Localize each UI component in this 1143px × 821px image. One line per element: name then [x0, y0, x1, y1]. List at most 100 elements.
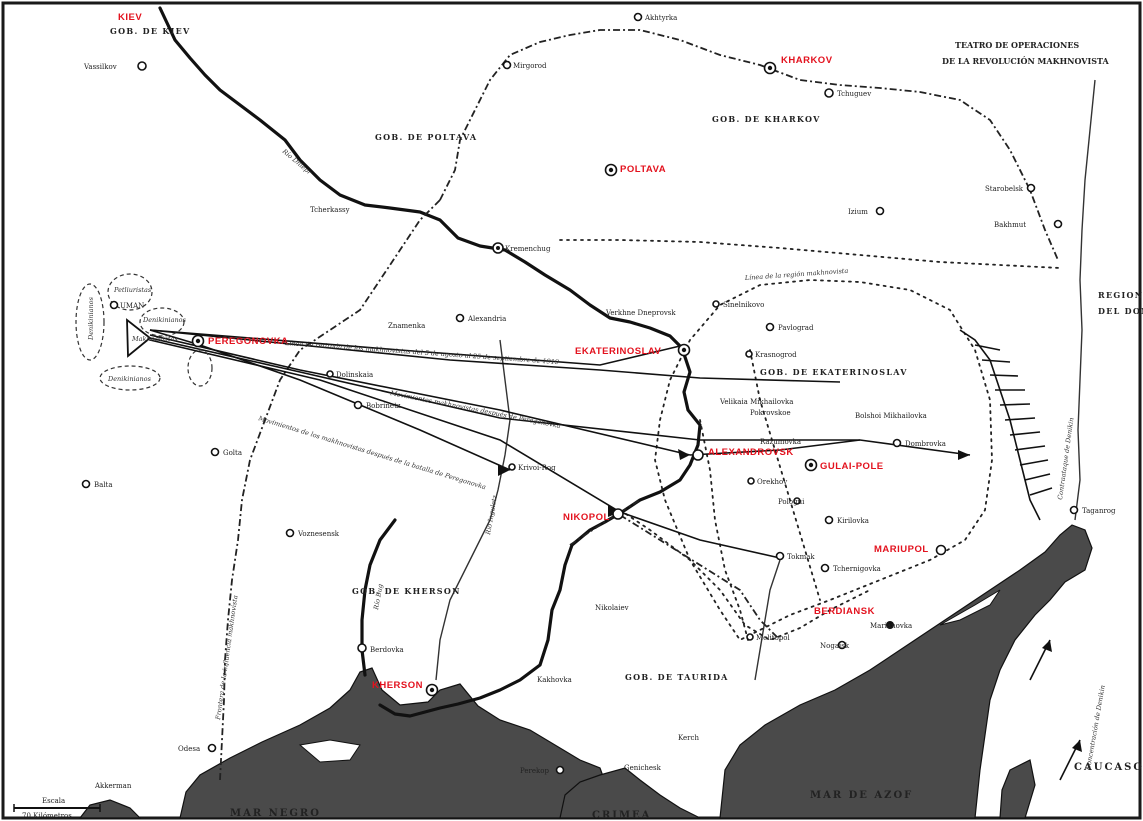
town-taganrog: Taganrog — [1082, 507, 1116, 515]
town-akhtyrka: Akhtyrka — [644, 14, 677, 22]
makhnovist-route-inner2 — [749, 349, 821, 601]
black-sea — [78, 667, 701, 819]
map-title-line1: TEATRO DE OPERACIONES — [955, 40, 1079, 50]
scale-value: 70 Kilómetros — [22, 812, 72, 820]
donets-river — [1074, 79, 1096, 521]
town-orekhov: Orekhov — [757, 478, 787, 486]
border-ekaterinoslav-taurida — [619, 514, 781, 641]
town-golta: Golta — [223, 449, 242, 457]
army-label-2: Petliuristas — [113, 286, 152, 294]
town-sinelnikovo: Sinelnikovo — [723, 301, 764, 309]
city-marker-berdiansk — [886, 621, 894, 629]
denikin-front — [959, 329, 1053, 521]
town-melitopol: Melitopol — [756, 634, 791, 642]
town-velikaia: Velikaia Mikhailovka — [719, 398, 793, 406]
town-voznesensk: Voznesensk — [297, 530, 340, 538]
region-kherson: GOB. DE KHERSON — [352, 586, 461, 596]
region-kiev: GOB. DE KIEV — [110, 26, 191, 36]
sea-label-azov: MAR DE AZOF — [810, 790, 913, 801]
border-kherson-taurida — [569, 499, 641, 546]
city-marker-peregonovka — [191, 334, 205, 348]
town-kerch: Kerch — [678, 734, 699, 742]
town-nikolaiev: Nikolaiev — [595, 604, 629, 612]
sea-label-negro: MAR NEGRO — [230, 808, 321, 819]
town-balta: Balta — [94, 481, 113, 489]
town-bobrinetz: Bobrinetz — [366, 402, 401, 410]
army-label-3: Makhnovistas — [131, 335, 178, 343]
town-dolinskaia: Dolinskaia — [336, 371, 373, 379]
town-tchernigovka: Tchernigovka — [833, 565, 881, 573]
sea-label-crimea: CRIMEA — [592, 810, 651, 821]
army-label-4: Denikinianos — [107, 375, 152, 383]
border-kiev-kherson — [219, 199, 441, 781]
town-marianovka: Marianovka — [870, 622, 912, 630]
town-pokrovskoe: Pokrovskoe — [750, 409, 791, 417]
city-marker-alexandrovsk — [692, 449, 704, 461]
scale-bar: Escala 70 Kilómetros — [13, 797, 101, 820]
town-kremenchug: Kremenchug — [505, 245, 551, 253]
city-marker-kharkov — [763, 61, 777, 75]
town-verkhne: Verkhne Dneprovsk — [605, 309, 676, 317]
town-labels: Akhtyrka Mirgorod Tchuguev Vassilkov Tch… — [83, 14, 1116, 790]
molochna-river — [754, 559, 781, 681]
town-bakhmut: Bakhmut — [994, 221, 1026, 229]
town-starobelsk: Starobelsk — [985, 185, 1024, 193]
region-taurida: GOB. DE TAURIDA — [625, 672, 729, 682]
retreat-routes — [149, 329, 1082, 781]
city-marker-mariupol — [935, 544, 947, 556]
scale-label: Escala — [42, 797, 65, 805]
border-poltava-kharkov — [439, 29, 1059, 261]
city-marker-nikopol — [612, 508, 624, 520]
town-kirilovka: Kirilovka — [837, 517, 869, 525]
city-marker-gulyai-pole — [804, 458, 818, 472]
city-marker-ekaterinoslav — [677, 343, 691, 357]
town-tchuguev: Tchuguev — [837, 90, 871, 98]
region-ekaterinoslav: GOB. DE EKATERINOSLAV — [760, 367, 908, 377]
town-tokmak: Tokmak — [787, 553, 815, 561]
city-label-nikopol: NIKOPOL — [563, 512, 610, 523]
town-nogaisk: Nogaisk — [820, 642, 850, 650]
town-polohi: Pologui — [778, 498, 805, 506]
town-berdovka: Berdovka — [370, 646, 404, 654]
town-odesa: Odesa — [178, 745, 200, 753]
city-label-kiev: KIEV — [118, 12, 142, 23]
town-kakhovka: Kakhovka — [537, 676, 572, 684]
map-title-line2: DE LA REVOLUCIÓN MAKHNOVISTA — [942, 56, 1110, 66]
army-label-5: Denikinianos — [142, 316, 187, 324]
town-znamenka: Znamenka — [388, 322, 425, 330]
frontier-line-top — [559, 239, 1061, 269]
makhnovist-region-boundary — [654, 279, 993, 642]
region-poltava: GOB. DE POLTAVA — [375, 132, 477, 142]
city-marker-poltava — [604, 163, 618, 177]
town-mirgorod: Mirgorod — [513, 62, 547, 70]
city-label-mariupol: MARIUPOL — [874, 544, 929, 555]
city-label-peregonovka: PEREGONOVKA — [208, 336, 288, 347]
sea-of-azov — [719, 524, 1093, 819]
city-label-poltava: POLTAVA — [620, 164, 666, 175]
town-tcherkassy: Tcherkassy — [310, 206, 350, 214]
region-don-1: REGION — [1098, 290, 1143, 300]
town-akerman: Akkerman — [94, 782, 132, 790]
peregonovka-battle — [75, 273, 213, 391]
town-pavlograd: Pavlograd — [778, 324, 814, 332]
army-label-1: Denikinianos — [87, 296, 95, 341]
sea-label-caucaso: CAUCASO — [1074, 762, 1143, 773]
city-label-alexandrovsk: ALEXANDROVSK — [708, 447, 794, 458]
town-vassilkov: Vassilkov — [83, 63, 117, 71]
city-label-kherson: KHERSON — [372, 680, 423, 691]
city-label-kharkov: KHARKOV — [781, 55, 833, 66]
town-genichesk: Genichesk — [624, 764, 662, 772]
city-label-gulyai-pole: GULAI-POLE — [820, 461, 884, 472]
town-bolshoi: Bolshoi Mikhailovka — [855, 412, 927, 420]
town-izium: Izium — [848, 208, 868, 216]
town-razumovka: Razumovka — [760, 438, 801, 446]
city-label-berdiansk: BERDIANSK — [814, 606, 875, 617]
town-krivoi-rog: Krivoi-Rog — [518, 464, 556, 472]
region-don-2: DEL DON — [1098, 306, 1143, 316]
town-markers — [81, 12, 1079, 775]
town-alexandria: Alexandria — [467, 315, 506, 323]
city-marker-kherson — [425, 683, 439, 697]
region-kharkov: GOB. DE KHARKOV — [712, 114, 821, 124]
town-krasnogrod: Krasnogrod — [755, 351, 797, 359]
